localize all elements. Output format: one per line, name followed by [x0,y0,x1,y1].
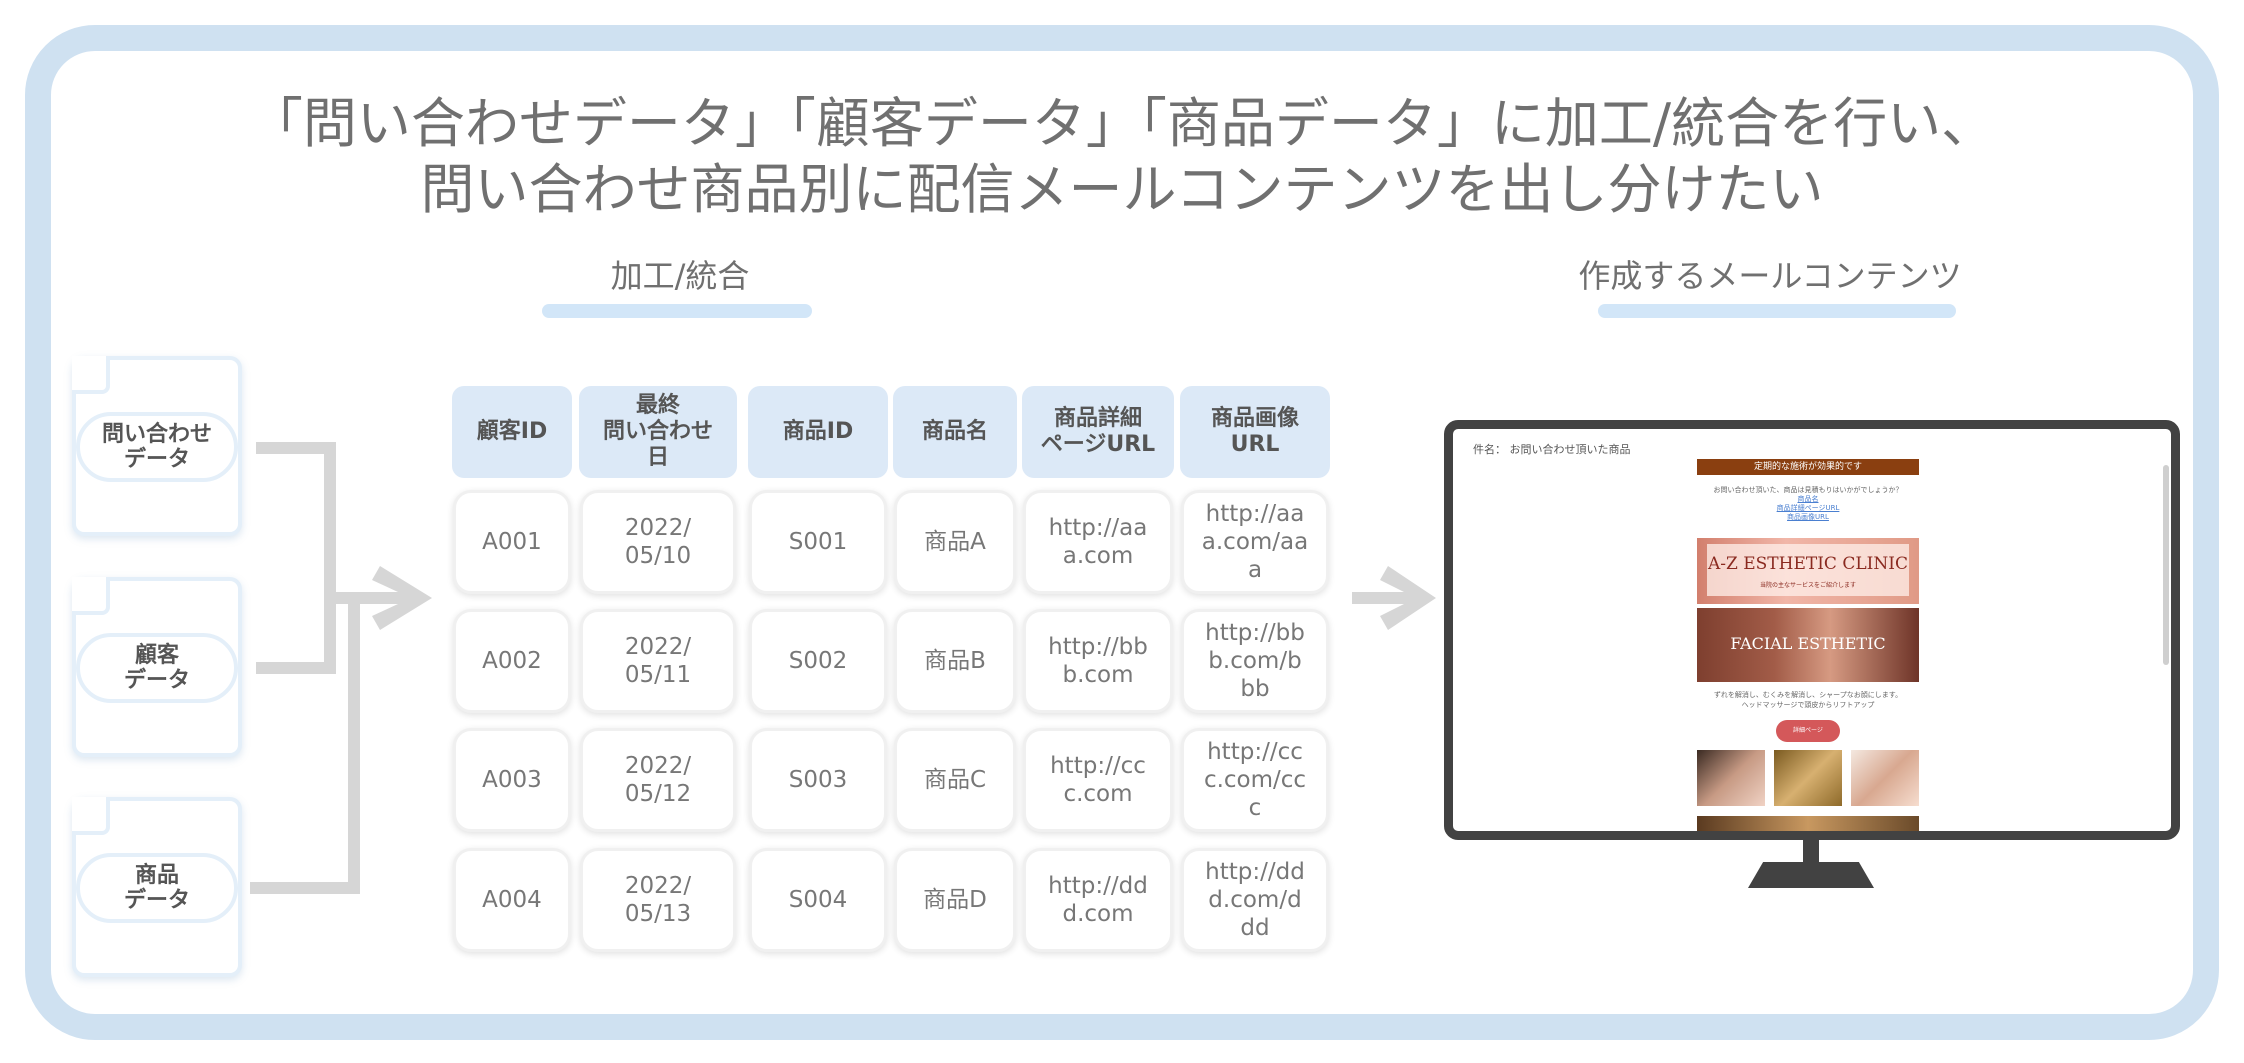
process-section-underline [542,304,812,318]
cell-product-id: S001 [749,490,887,594]
customer-data-label: 顧客 データ [76,633,238,703]
clinic-banner-image: A-Z ESTHETIC CLINIC 当院の主なサービスをご紹介します [1697,538,1919,604]
header-product-page-url: 商品詳細 ページURL [1022,386,1174,478]
cell-product-page-url: http://dd d.com [1023,848,1173,952]
customer-data-document: 顧客 データ [72,577,242,757]
clinic-banner-subtitle: 当院の主なサービスをご紹介します [1759,582,1856,589]
facial-banner-image: FACIAL ESTHETIC [1697,608,1919,682]
page-title-line-1: 「問い合わせデータ」「顧客データ」「商品データ」に加工/統合を行い、 [248,92,1996,155]
cell-product-id: S004 [749,848,887,952]
product-data-label: 商品 データ [76,853,238,923]
cell-last-inquiry-date: 2022/ 05/11 [580,609,736,713]
header-customer-id: 顧客ID [452,386,572,478]
monitor-stand-base [1748,862,1874,888]
cell-product-image-url: http://dd d.com/d dd [1181,848,1329,952]
merge-connector-upper [256,442,336,674]
cell-customer-id: A004 [453,848,571,952]
mail-section-label: 作成するメールコンテンツ [1578,257,1962,295]
cell-customer-id: A003 [453,728,571,832]
facial-banner-title: FACIAL ESTHETIC [1730,634,1886,653]
cell-product-page-url: http://bb b.com [1023,609,1173,713]
cell-product-name: 商品D [894,848,1016,952]
inquiry-data-label: 問い合わせ データ [76,412,238,482]
header-product-name: 商品名 [893,386,1017,478]
cell-last-inquiry-date: 2022/ 05/12 [580,728,736,832]
cell-last-inquiry-date: 2022/ 05/10 [580,490,736,594]
document-fold-icon [72,797,110,835]
mail-body: 定期的な施術が効果的です お問い合わせ頂いた、商品は見積もりはいかがでしょうか？… [1697,459,1919,831]
oil-bottles-thumbnail-image [1774,750,1842,806]
cell-customer-id: A002 [453,609,571,713]
relaxation-thumbnail-image [1851,750,1919,806]
clinic-banner-title: A-Z ESTHETIC CLINIC [1708,554,1908,574]
header-product-image-url: 商品画像 URL [1180,386,1330,478]
mail-link-product-page[interactable]: 商品詳細ページURL [1776,504,1840,512]
monitor-screen: 件名： お問い合わせ頂いた商品 定期的な施術が効果的です お問い合わせ頂いた、商… [1444,420,2180,840]
cell-product-id: S002 [749,609,887,713]
cell-product-name: 商品A [894,490,1016,594]
header-last-inquiry-date: 最終 問い合わせ 日 [579,386,737,478]
cell-product-image-url: http://cc c.com/cc c [1181,728,1329,832]
cell-product-name: 商品B [894,609,1016,713]
process-section-label: 加工/統合 [610,257,750,295]
mail-section-underline [1598,304,1956,318]
merge-arrow-icon [372,566,432,630]
cell-product-name: 商品C [894,728,1016,832]
cell-product-id: S003 [749,728,887,832]
header-product-id: 商品ID [748,386,888,478]
document-fold-icon [72,577,110,615]
product-data-document: 商品 データ [72,797,242,977]
mail-link-product-name[interactable]: 商品名 [1797,495,1819,503]
cell-last-inquiry-date: 2022/ 05/13 [580,848,736,952]
mail-scrollbar[interactable] [2163,465,2169,665]
cell-product-page-url: http://aa a.com [1023,490,1173,594]
mail-footer-image [1697,816,1919,831]
cell-product-image-url: http://aa a.com/aa a [1181,490,1329,594]
inquiry-data-document: 問い合わせ データ [72,356,242,536]
mail-link-product-image[interactable]: 商品画像URL [1787,513,1829,521]
mail-body-text-2: ヘッドマッサージで頭皮からリフトアップ [1741,701,1875,709]
page-title-line-2: 問い合わせ商品別に配信メールコンテンツを出し分けたい [420,158,1824,221]
document-fold-icon [72,356,110,394]
cell-customer-id: A001 [453,490,571,594]
mail-header-banner: 定期的な施術が効果的です [1697,459,1919,475]
output-arrow-icon [1352,566,1436,630]
cell-product-image-url: http://bb b.com/b bb [1181,609,1329,713]
mail-thumbnail-row [1697,750,1919,806]
mail-subject: 件名： お問い合わせ頂いた商品 [1473,443,1631,456]
monitor-stand-neck [1803,838,1819,868]
mail-detail-button[interactable]: 詳細ページ [1776,720,1840,742]
mail-intro-text: お問い合わせ頂いた、商品は見積もりはいかがでしょうか？ [1713,486,1903,494]
cell-product-page-url: http://cc c.com [1023,728,1173,832]
merge-connector-lower [250,598,360,894]
mail-body-text-1: ずれを解消し、むくみを解消し、シャープなお顔にします。 [1713,691,1903,699]
massage-thumbnail-image [1697,750,1765,806]
